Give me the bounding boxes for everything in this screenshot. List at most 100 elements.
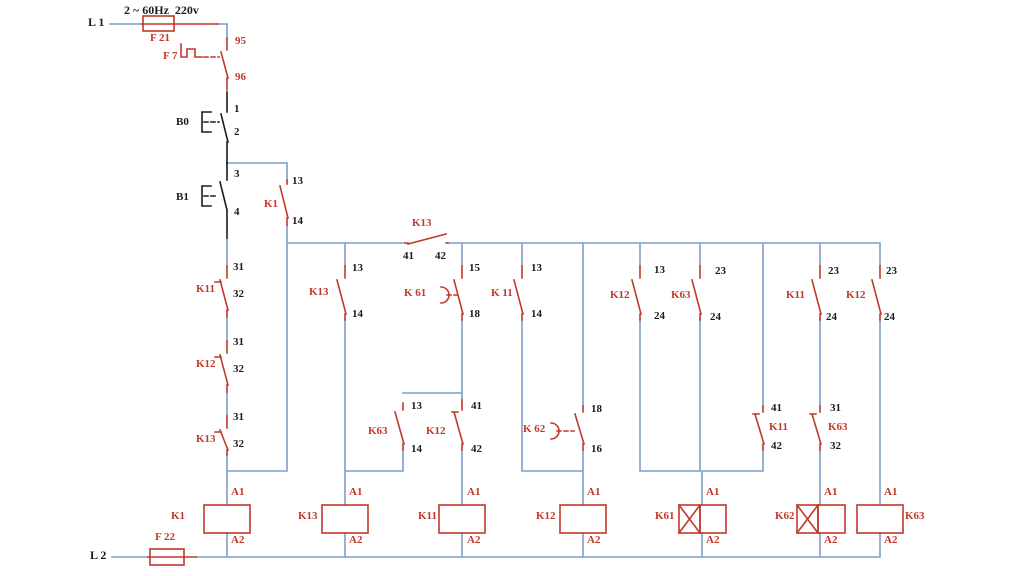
coil-k11 xyxy=(438,504,486,534)
terminal-41-row2-k12: 41 xyxy=(471,400,482,412)
button-b0 xyxy=(201,91,229,164)
terminal-31-k11: 31 xyxy=(233,261,244,273)
coil-k63-a2: A2 xyxy=(884,534,898,546)
terminal-15-k61: 15 xyxy=(469,262,480,274)
coil-k13-a1: A1 xyxy=(349,486,363,498)
terminal-23-row1-k12b: 23 xyxy=(886,265,897,277)
coil-k12-label: K12 xyxy=(536,510,556,522)
contact-k1-seal-label: K1 xyxy=(264,198,279,210)
terminal-13-k1: 13 xyxy=(292,175,303,187)
terminal-32-row2-k63b: 32 xyxy=(830,440,841,452)
row1-k13-label: K13 xyxy=(309,286,329,298)
terminal-16-k62: 16 xyxy=(591,443,602,455)
terminal-23-row1-k11b: 23 xyxy=(828,265,839,277)
contact-k13-bus xyxy=(404,233,449,245)
row2-k62-label: K 62 xyxy=(523,423,546,435)
row2-k11-label: K11 xyxy=(769,421,788,433)
terminal-32-k11: 32 xyxy=(233,288,244,300)
overload-f7-label: F 7 xyxy=(163,50,178,62)
row1-k63-label: K63 xyxy=(671,289,691,301)
terminal-42-bus: 42 xyxy=(435,250,446,262)
fuse-f22-label: F 22 xyxy=(155,531,176,543)
terminal-18-k62: 18 xyxy=(591,403,602,415)
terminal-24-row1-k11b: 24 xyxy=(826,311,837,323)
row2-k63b-label: K63 xyxy=(828,421,848,433)
coil-k1 xyxy=(203,504,251,534)
coil-k11-a1: A1 xyxy=(467,486,481,498)
terminal-14-row1-k13: 14 xyxy=(352,308,363,320)
row2-k12-label: K12 xyxy=(426,425,446,437)
row1-k12-label: K12 xyxy=(610,289,630,301)
row1-k11b-label: K11 xyxy=(786,289,805,301)
terminal-42-row2-k12: 42 xyxy=(471,443,482,455)
button-b1 xyxy=(201,162,228,239)
terminal-3: 3 xyxy=(234,168,240,180)
thermal-overload-symbol xyxy=(180,43,203,58)
terminal-32-k13: 32 xyxy=(233,438,244,450)
terminal-13-row1-k11: 13 xyxy=(531,262,542,274)
terminal-14-k1: 14 xyxy=(292,215,303,227)
coil-k61-label: K61 xyxy=(655,510,675,522)
terminal-13-row1-k12: 13 xyxy=(654,264,665,276)
terminal-2: 2 xyxy=(234,126,240,138)
terminal-24-row1-k63: 24 xyxy=(710,311,721,323)
row2-k63-label: K63 xyxy=(368,425,388,437)
terminal-4: 4 xyxy=(234,206,240,218)
terminal-95: 95 xyxy=(235,35,246,47)
terminal-41-bus: 41 xyxy=(403,250,414,262)
coil-k11-label: K11 xyxy=(418,510,437,522)
chain-k11-label: K11 xyxy=(196,283,215,295)
pushbutton-actuator-icon xyxy=(201,185,212,207)
wires-blue xyxy=(109,23,881,558)
line-l1-label: L 1 xyxy=(88,15,105,29)
row1-k61-label: K 61 xyxy=(404,287,427,299)
fuse-f22 xyxy=(147,548,197,566)
button-b0-label: B0 xyxy=(176,116,189,128)
timer-k61-head xyxy=(440,286,458,304)
row2-contacts xyxy=(394,399,822,451)
terminal-42-row2-k11: 42 xyxy=(771,440,782,452)
terminal-18-k61: 18 xyxy=(469,308,480,320)
terminal-13-row2-k63: 13 xyxy=(411,400,422,412)
coil-k13-label: K13 xyxy=(298,510,318,522)
fuse-f21-label: F 21 xyxy=(150,32,171,44)
coil-k13 xyxy=(321,504,369,534)
terminal-31-k12: 31 xyxy=(233,336,244,348)
supply-rating-label: 2 ~ 60Hz 220v xyxy=(124,3,199,17)
pushbutton-actuator-icon xyxy=(201,111,212,133)
terminal-32-k12: 32 xyxy=(233,363,244,375)
terminal-24-row1-k12b: 24 xyxy=(884,311,895,323)
coil-k12 xyxy=(559,504,607,534)
terminal-14-row2-k63: 14 xyxy=(411,443,422,455)
coil-k62-a2: A2 xyxy=(824,534,838,546)
chain-k12-label: K12 xyxy=(196,358,216,370)
chain-k13-label: K13 xyxy=(196,433,216,445)
contact-k13-bus-label: K13 xyxy=(412,217,432,229)
terminal-31-row2-k63b: 31 xyxy=(830,402,841,414)
terminal-31-k13: 31 xyxy=(233,411,244,423)
coil-k12-a2: A2 xyxy=(587,534,601,546)
coil-k62-a1: A1 xyxy=(824,486,838,498)
coil-k63 xyxy=(856,504,904,534)
button-b1-label: B1 xyxy=(176,191,189,203)
terminal-41-row2-k11: 41 xyxy=(771,402,782,414)
coil-k1-a1: A1 xyxy=(231,486,245,498)
coil-k11-a2: A2 xyxy=(467,534,481,546)
coil-k61-a2: A2 xyxy=(706,534,720,546)
chain-contacts xyxy=(214,265,230,456)
coil-k63-label: K63 xyxy=(905,510,925,522)
coil-k62 xyxy=(795,503,846,535)
coil-k61-a1: A1 xyxy=(706,486,720,498)
terminal-13-row1-k13: 13 xyxy=(352,262,363,274)
terminal-23-row1-k63: 23 xyxy=(715,265,726,277)
coil-k1-label: K1 xyxy=(171,510,186,522)
terminal-96: 96 xyxy=(235,71,246,83)
coil-k1-a2: A2 xyxy=(231,534,245,546)
coil-k62-label: K62 xyxy=(775,510,795,522)
coil-k61 xyxy=(677,503,727,535)
row1-k11-label: K 11 xyxy=(491,287,513,299)
row1-contacts xyxy=(336,265,882,321)
terminal-14-row1-k11: 14 xyxy=(531,308,542,320)
